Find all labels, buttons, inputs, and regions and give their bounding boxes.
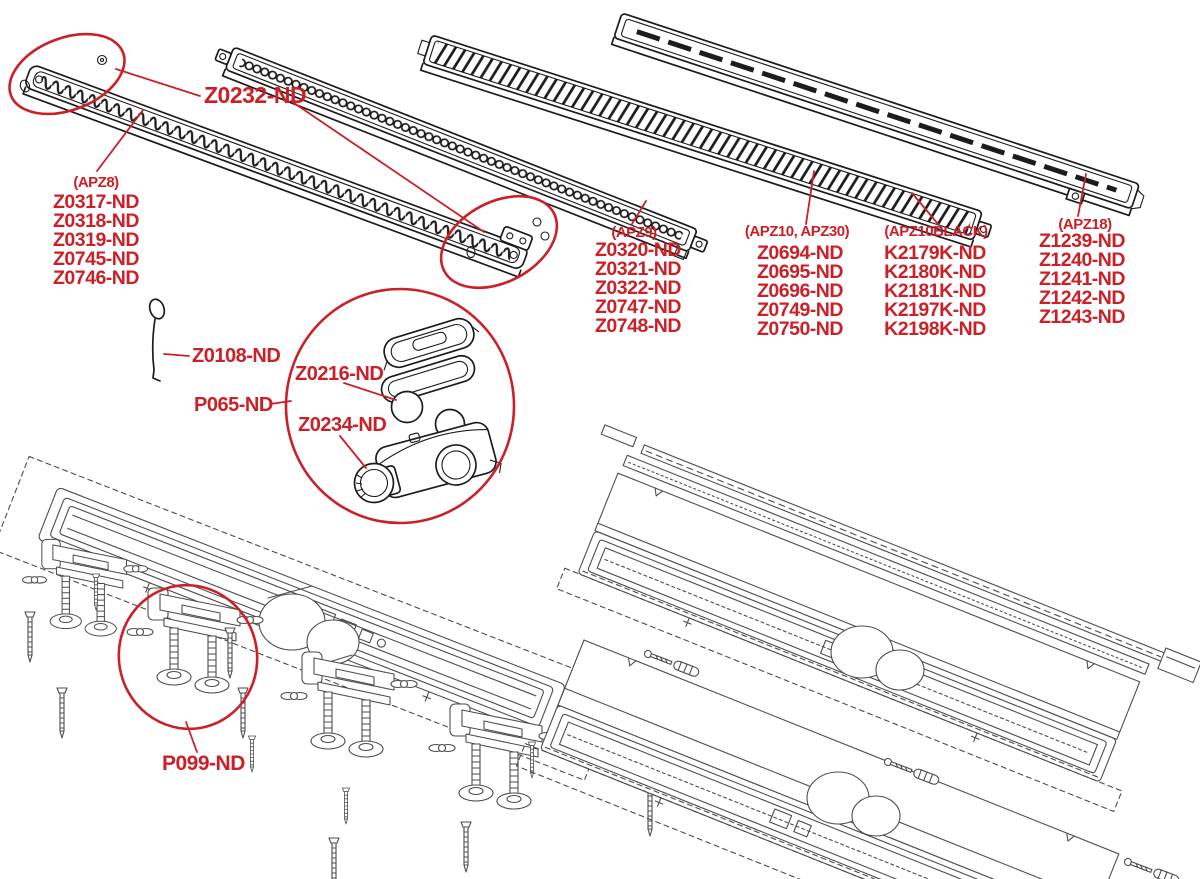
part-group-apz18: (APZ18) Z1239-ND Z1240-ND Z1241-ND Z1242… — [1039, 216, 1126, 328]
part-number: Z0749-ND — [757, 299, 843, 321]
leader-line-p099 — [185, 721, 198, 753]
leader-line-apz18 — [1077, 173, 1087, 217]
part-number: K2181K-ND — [884, 280, 986, 302]
cleaning-tool-drawing — [148, 298, 166, 382]
leader-line-apz10 — [805, 170, 815, 225]
endcap-screws-left — [96, 54, 108, 66]
float-ball-drawing-1 — [390, 390, 424, 424]
grate-apz18-drawing — [610, 13, 1145, 217]
grate-apz10-drawing — [417, 35, 992, 248]
part-number: Z0322-ND — [595, 277, 681, 299]
part-group-header: (APZ8) — [73, 174, 119, 191]
trap-gasket-drawing — [380, 354, 476, 404]
waste-trap-parts-drawing — [353, 317, 502, 504]
leader-line-z0234 — [339, 435, 367, 469]
part-number: Z0747-ND — [595, 296, 681, 318]
highlight-ellipse-left-endcap — [8, 32, 126, 116]
part-number: Z0318-ND — [53, 210, 139, 232]
part-number: K2198K-ND — [884, 318, 986, 340]
part-number: Z0317-ND — [53, 191, 139, 213]
part-number: Z0746-ND — [53, 267, 139, 289]
leader-line-z0232-right — [290, 100, 485, 233]
endcap-bracket-right — [499, 226, 533, 251]
part-number: Z1239-ND — [1039, 230, 1125, 252]
leader-line-apz9 — [631, 200, 647, 225]
part-group-header: (APZ10, APZ30) — [745, 223, 850, 240]
highlight-ellipse-mounting-foot — [117, 583, 259, 731]
part-label-trap-unit: P065-ND — [194, 394, 273, 416]
wall-channel-upper-drawing — [556, 424, 1167, 813]
leader-line-z0108 — [163, 353, 190, 357]
part-number: K2197K-ND — [884, 299, 986, 321]
part-label-endcap: Z0232-ND — [204, 82, 306, 108]
leader-line-apz10black — [911, 192, 939, 225]
trap-lid-drawing — [383, 317, 480, 371]
wall-channel-lower-drawing — [515, 639, 1200, 879]
part-label-cleaning-tool: Z0108-ND — [192, 345, 280, 367]
part-number: Z1242-ND — [1039, 287, 1125, 309]
part-group-header: (APZ9) — [611, 224, 657, 241]
seal-ring-drawing — [353, 462, 395, 504]
endcap-screws-right — [466, 217, 550, 259]
part-number: K2180K-ND — [884, 261, 986, 283]
part-label-mounting-foot: P099-ND — [162, 752, 245, 775]
part-number: Z0319-ND — [53, 229, 139, 251]
leader-line-z0216 — [343, 382, 397, 401]
part-number: K2179K-ND — [884, 242, 986, 264]
part-group-apz9: (APZ9) Z0320-ND Z0321-ND Z0322-ND Z0747-… — [595, 224, 682, 337]
grate-apz9-drawing — [214, 47, 709, 261]
highlight-ellipse-right-endcap — [439, 194, 559, 290]
part-label-gasket: Z0216-ND — [295, 363, 383, 385]
endcap-hole — [19, 79, 31, 93]
part-number: Z0320-ND — [595, 239, 681, 261]
part-number: Z0695-ND — [757, 261, 843, 283]
part-group-header: (APZ10BLACK) — [884, 223, 988, 240]
part-number: Z1241-ND — [1039, 268, 1125, 290]
grate-apz8-drawing — [19, 54, 550, 278]
part-number: Z1243-ND — [1039, 306, 1125, 328]
part-number: Z0745-ND — [53, 248, 139, 270]
part-number: Z0694-ND — [757, 242, 843, 264]
leader-line-p065 — [269, 400, 292, 405]
leader-line-z0232-left — [115, 68, 201, 97]
part-number: Z0321-ND — [595, 258, 681, 280]
part-group-header: (APZ18) — [1058, 216, 1112, 233]
part-number: Z0748-ND — [595, 315, 681, 337]
part-number: Z1240-ND — [1039, 249, 1125, 271]
part-group-apz8: (APZ8) Z0317-ND Z0318-ND Z0319-ND Z0745-… — [53, 174, 140, 289]
part-number: Z0696-ND — [757, 280, 843, 302]
highlight-circle-trap-parts — [284, 287, 516, 525]
part-group-apz10: (APZ10, APZ30) Z0694-ND Z0695-ND Z0696-N… — [745, 223, 850, 340]
leader-line-apz8 — [96, 109, 144, 172]
part-label-seal-ring: Z0234-ND — [298, 414, 386, 436]
part-number: Z0750-ND — [757, 318, 843, 340]
part-group-apz10black: (APZ10BLACK) K2179K-ND K2180K-ND K2181K-… — [884, 223, 988, 340]
